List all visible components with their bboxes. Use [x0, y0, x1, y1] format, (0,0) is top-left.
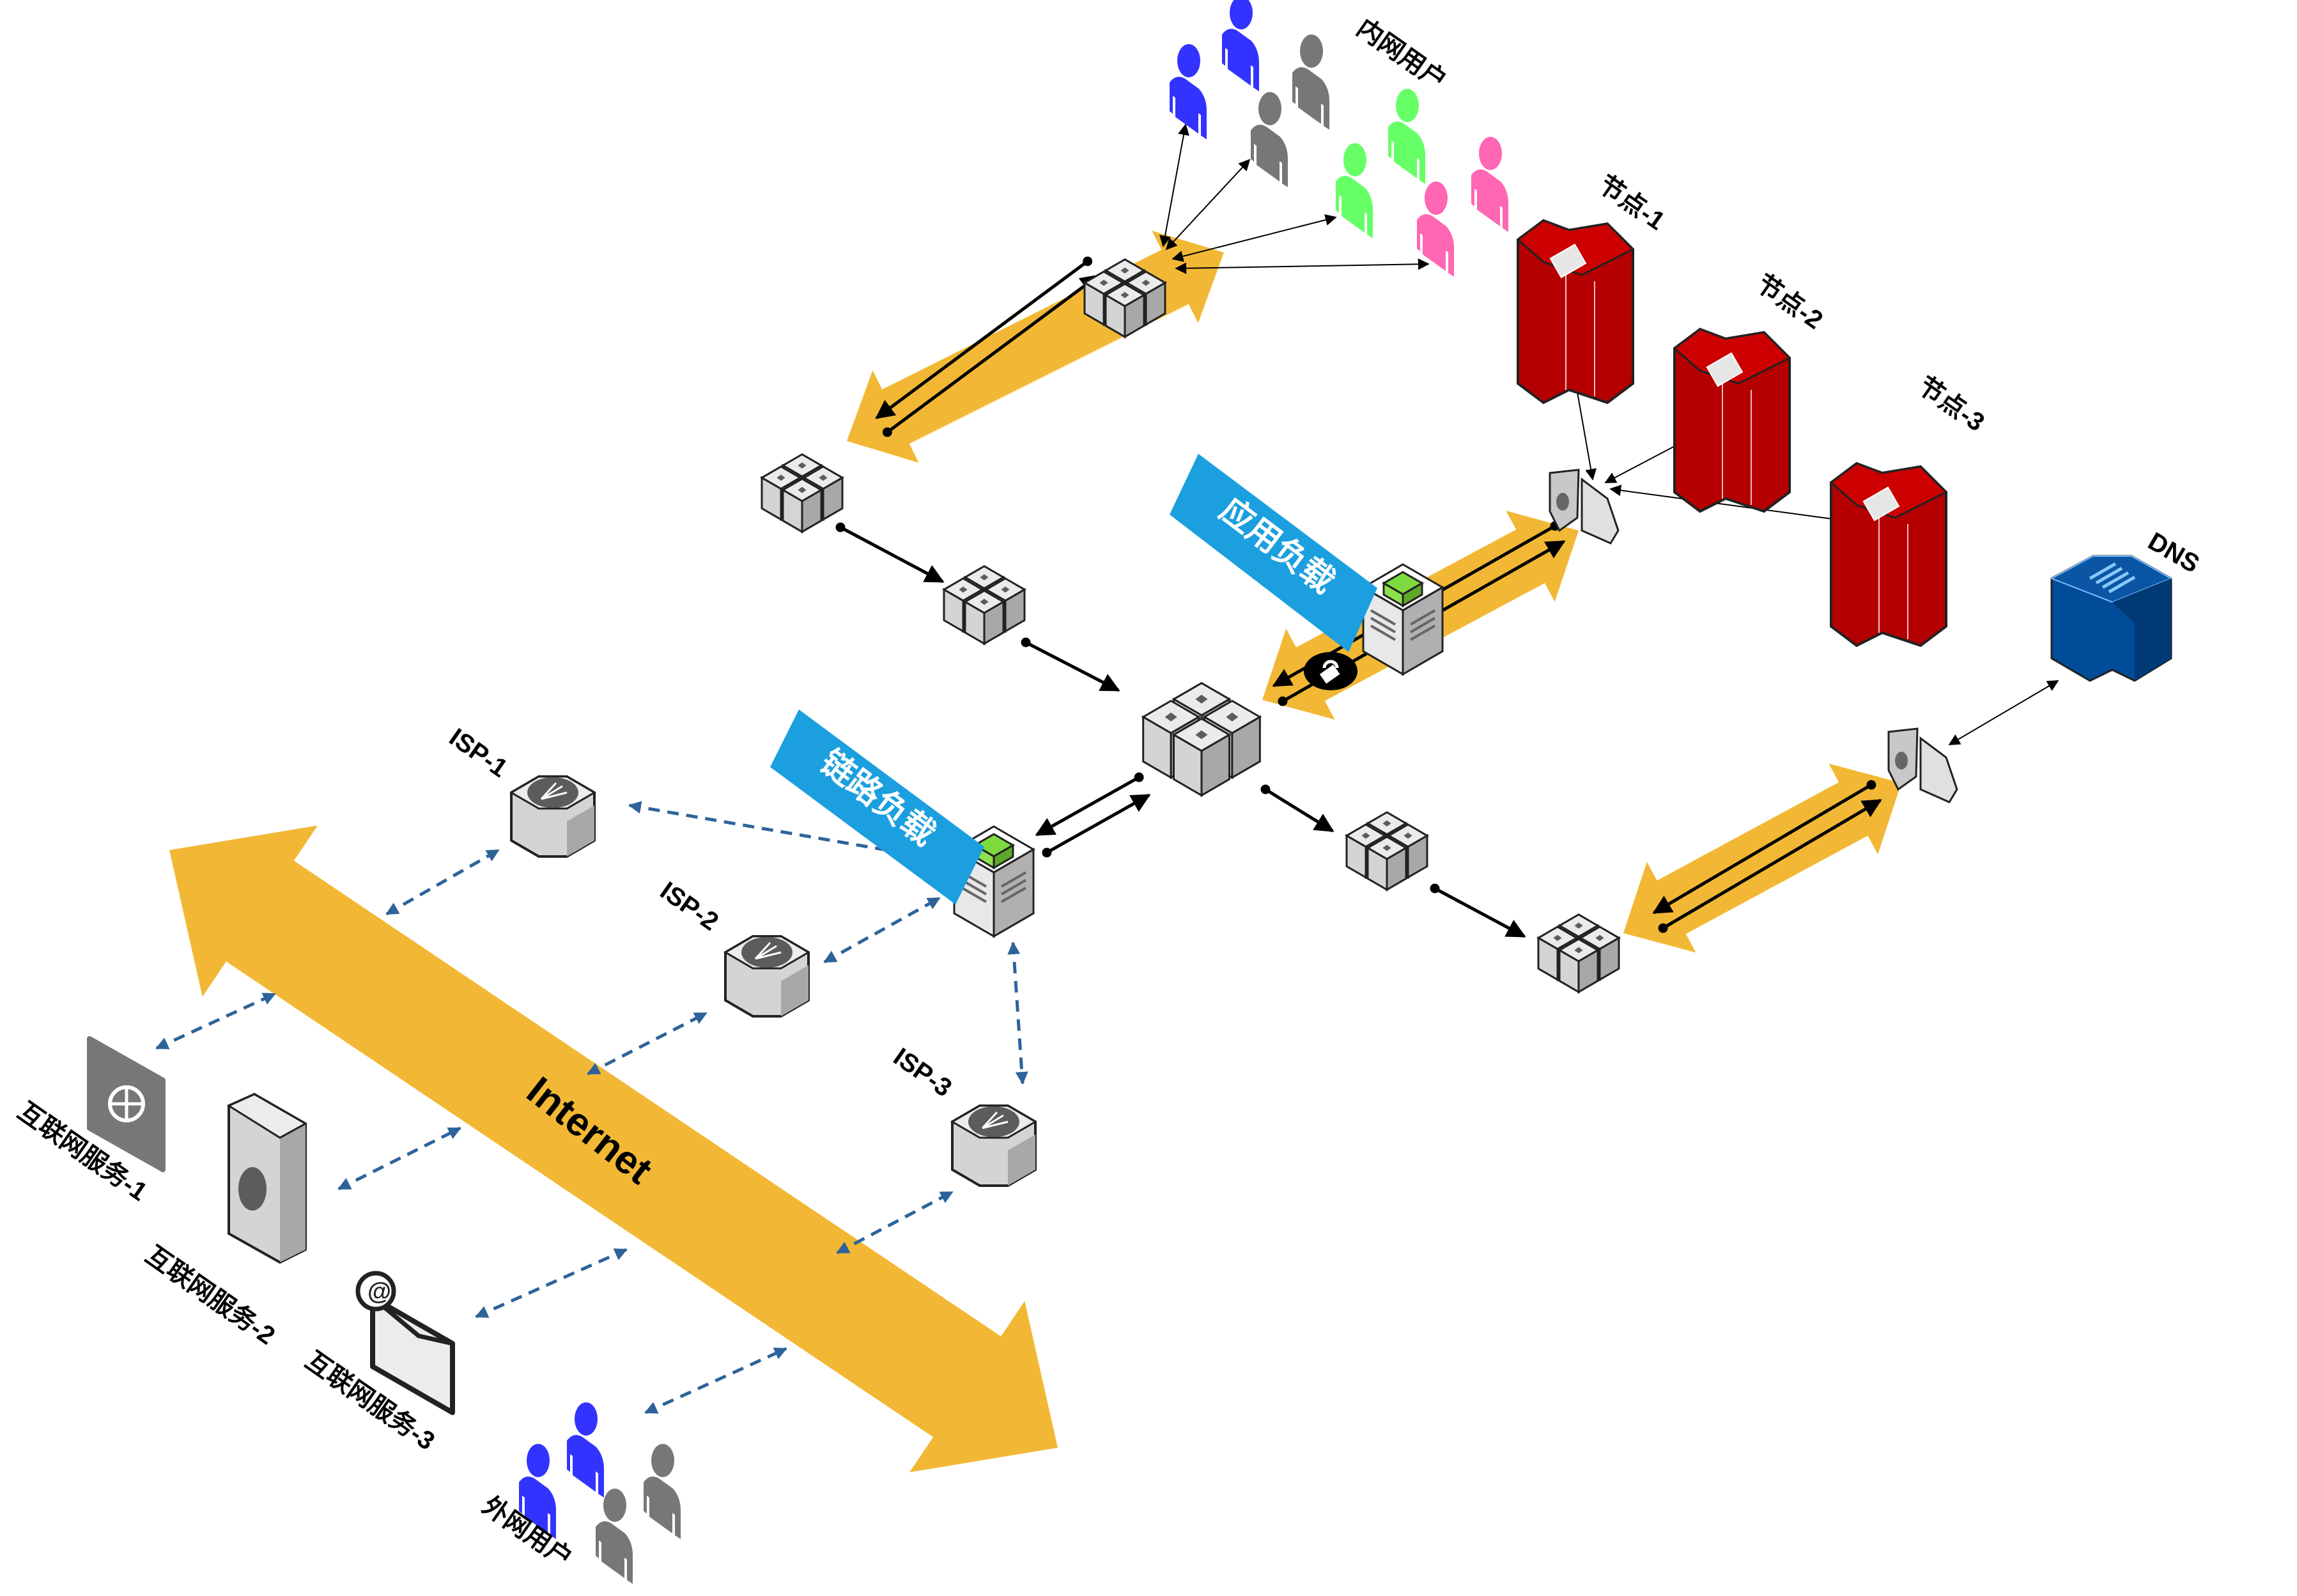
internal-users-label: 内网用户 [1352, 13, 1451, 95]
service-2-label: 互联网服务-2 [141, 1241, 280, 1350]
internet-isp-3-link [836, 1190, 954, 1255]
access-band-link-up [882, 274, 1100, 437]
internet-isp-1-link [385, 848, 500, 916]
server-node-2[interactable] [1673, 327, 1791, 513]
external-user[interactable] [519, 1444, 556, 1539]
server-node-3[interactable] [1829, 461, 1948, 647]
isp-2-label: ISP-2 [655, 876, 723, 936]
at-sign-icon: @ [367, 1278, 391, 1305]
internal-user[interactable] [1471, 137, 1508, 232]
aggregation-switch-c[interactable] [1345, 811, 1429, 892]
switch-a-to-b-link [835, 522, 945, 584]
internal-user[interactable] [1251, 92, 1288, 187]
dns-band-link-up [1658, 798, 1882, 933]
service-3-internet-link [475, 1248, 628, 1319]
internal-user-blue-link [1159, 123, 1189, 247]
internal-user[interactable] [1170, 44, 1207, 139]
link-bands [169, 231, 1901, 1473]
isp-2-link-lb-link [823, 896, 941, 964]
node-2-label: 节点-2 [1751, 269, 1828, 334]
database-icon [1706, 352, 1744, 387]
access-switch[interactable] [1083, 258, 1167, 339]
core-to-switch-c-link [1260, 784, 1334, 833]
gateway-router-nodes[interactable] [1549, 469, 1620, 545]
dns-list-icon [2108, 575, 2136, 594]
aggregation-switch-d[interactable] [1536, 913, 1621, 994]
internal-user[interactable] [1388, 89, 1425, 184]
external-users-internet-link [644, 1347, 787, 1414]
app-load-balancer[interactable] [1361, 563, 1444, 676]
isp-3-label: ISP-3 [888, 1042, 957, 1102]
external-user[interactable] [644, 1444, 681, 1539]
switch-b-to-core-link [1021, 637, 1120, 692]
router-node-3-link [1609, 484, 1848, 525]
internal-user[interactable] [1336, 143, 1373, 238]
internal-user[interactable] [1292, 35, 1329, 130]
isp-3-router[interactable] [950, 1104, 1037, 1187]
core-switch[interactable] [1141, 681, 1262, 798]
service-1-film-icon[interactable] [87, 1036, 166, 1174]
service-2-internet-link [337, 1126, 461, 1191]
core-access-band [847, 231, 1224, 463]
aggregation-switch-b[interactable] [942, 565, 1026, 646]
link-lb-core-link-up [1042, 793, 1151, 858]
service-1-internet-link [155, 992, 276, 1050]
globe-network-icon [238, 1167, 267, 1211]
app-lb-tag: 应用负载 [1170, 454, 1377, 652]
external-user[interactable] [567, 1402, 604, 1498]
switch-c-to-d-link [1430, 883, 1526, 938]
isp-1-link-lb-link [628, 801, 925, 861]
link-lb-tag: 链路负载 [770, 709, 984, 904]
dns-list-icon [2101, 571, 2130, 589]
gateway-router-dns[interactable] [1887, 727, 1958, 803]
dns-list-icon [2089, 562, 2117, 580]
internal-user-pink-link [1175, 258, 1430, 274]
devices: @ [87, 0, 2173, 1584]
lock-icon [1304, 652, 1357, 690]
internal-user[interactable] [1222, 0, 1259, 91]
server-node-1[interactable] [1516, 219, 1635, 405]
database-icon [1862, 486, 1900, 522]
service-2-server-icon[interactable] [226, 1092, 308, 1264]
dns-server[interactable] [2050, 555, 2173, 682]
isp-2-router[interactable] [723, 935, 810, 1018]
service-3-email-icon[interactable]: @ [355, 1271, 455, 1415]
isp-1-router[interactable] [509, 775, 596, 858]
internet-isp-2-link [587, 1011, 708, 1076]
internal-user-green-link [1172, 214, 1337, 262]
dns-list-icon [2095, 566, 2123, 585]
aggregation-switch-a[interactable] [760, 453, 844, 534]
internal-user-gray-link [1165, 159, 1251, 251]
external-user[interactable] [596, 1489, 633, 1584]
isp-3-link-lb-link [1007, 941, 1028, 1085]
internal-user[interactable] [1417, 182, 1454, 277]
cloud-icon [1556, 493, 1569, 511]
link-lb-core-link-down [1035, 772, 1144, 837]
internet-band [169, 825, 1058, 1473]
router-dns-link [1948, 680, 2059, 745]
database-icon [1549, 244, 1587, 279]
node-3-label: 节点-3 [1913, 371, 1990, 437]
isp-1-label: ISP-1 [444, 723, 513, 782]
cloud-icon [1895, 752, 1908, 770]
